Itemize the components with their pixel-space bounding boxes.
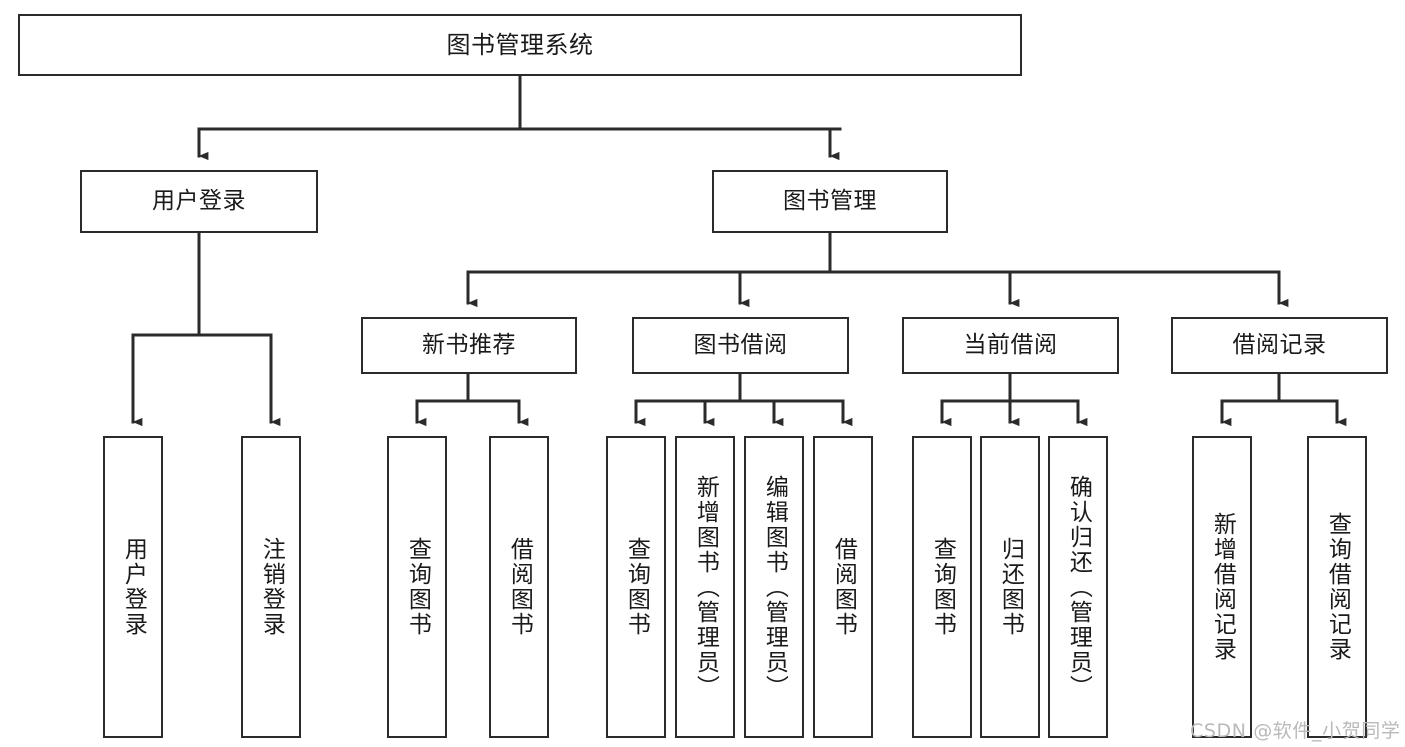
node-leaf-query-borrow-record-label: 查询借阅记录 bbox=[1324, 512, 1351, 662]
node-leaf-user-login[interactable]: 用户登录 bbox=[103, 436, 163, 738]
node-book-management[interactable]: 图书管理 bbox=[712, 170, 948, 233]
node-leaf-borrow-book-bb[interactable]: 借阅图书 bbox=[813, 436, 873, 738]
node-leaf-add-borrow-record[interactable]: 新增借阅记录 bbox=[1192, 436, 1252, 738]
node-leaf-confirm-return-admin[interactable]: 确认归还（管理员） bbox=[1048, 436, 1108, 738]
node-leaf-edit-book-admin-label: 编辑图书（管理员） bbox=[761, 474, 788, 700]
node-leaf-query-book-bb-label: 查询图书 bbox=[623, 537, 650, 637]
node-root-label: 图书管理系统 bbox=[446, 30, 594, 59]
node-book-management-label: 图书管理 bbox=[783, 187, 877, 214]
node-leaf-logout[interactable]: 注销登录 bbox=[241, 436, 301, 738]
node-leaf-return-book-label: 归还图书 bbox=[997, 537, 1024, 637]
node-leaf-query-book-nb-label: 查询图书 bbox=[404, 537, 431, 637]
node-leaf-logout-label: 注销登录 bbox=[258, 537, 285, 637]
node-leaf-add-book-admin-label: 新增图书（管理员） bbox=[692, 474, 719, 700]
csdn-watermark: CSDN @软件_小贺同学 bbox=[1190, 720, 1401, 742]
node-leaf-add-book-admin[interactable]: 新增图书（管理员） bbox=[675, 436, 735, 738]
node-book-borrow[interactable]: 图书借阅 bbox=[632, 317, 849, 374]
node-new-book-recommend[interactable]: 新书推荐 bbox=[361, 317, 577, 374]
node-borrow-record[interactable]: 借阅记录 bbox=[1171, 317, 1388, 374]
node-root-book-management-system[interactable]: 图书管理系统 bbox=[18, 14, 1022, 76]
node-leaf-borrow-book-bb-label: 借阅图书 bbox=[830, 537, 857, 637]
node-leaf-query-book-bb[interactable]: 查询图书 bbox=[606, 436, 666, 738]
node-leaf-edit-book-admin[interactable]: 编辑图书（管理员） bbox=[744, 436, 804, 738]
node-leaf-return-book[interactable]: 归还图书 bbox=[980, 436, 1040, 738]
node-user-login[interactable]: 用户登录 bbox=[80, 170, 318, 233]
node-new-book-recommend-label: 新书推荐 bbox=[422, 331, 516, 358]
node-leaf-borrow-book-nb[interactable]: 借阅图书 bbox=[489, 436, 549, 738]
node-leaf-user-login-label: 用户登录 bbox=[120, 537, 147, 637]
node-current-borrow[interactable]: 当前借阅 bbox=[902, 317, 1119, 374]
node-book-borrow-label: 图书借阅 bbox=[693, 331, 788, 358]
node-borrow-record-label: 借阅记录 bbox=[1232, 331, 1327, 358]
node-leaf-add-borrow-record-label: 新增借阅记录 bbox=[1209, 512, 1236, 662]
node-leaf-query-book-cb-label: 查询图书 bbox=[929, 537, 956, 637]
node-leaf-confirm-return-admin-label: 确认归还（管理员） bbox=[1065, 474, 1092, 700]
node-current-borrow-label: 当前借阅 bbox=[963, 331, 1058, 358]
node-user-login-label: 用户登录 bbox=[152, 187, 246, 214]
node-leaf-query-borrow-record[interactable]: 查询借阅记录 bbox=[1307, 436, 1367, 738]
node-leaf-query-book-cb[interactable]: 查询图书 bbox=[912, 436, 972, 738]
node-leaf-borrow-book-nb-label: 借阅图书 bbox=[506, 537, 533, 637]
node-leaf-query-book-nb[interactable]: 查询图书 bbox=[387, 436, 447, 738]
